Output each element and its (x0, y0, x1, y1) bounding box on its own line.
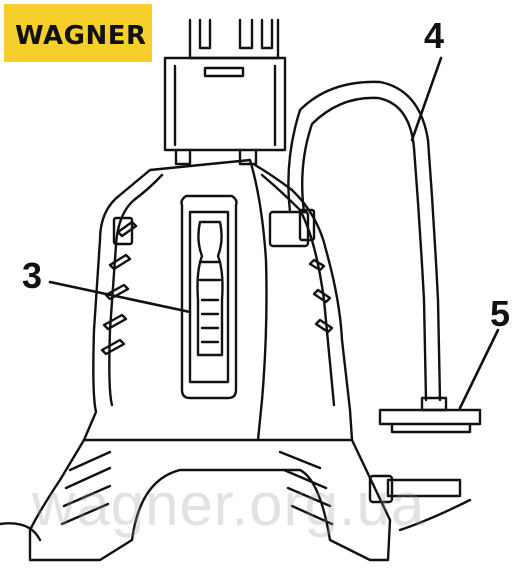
watermark: wagner.org.ua (32, 471, 426, 538)
callout-5: 5 (490, 293, 511, 334)
handle-clip (174, 148, 258, 166)
top-handle (163, 18, 287, 152)
leader-line-3 (48, 280, 192, 314)
wagner-logo: WAGNER (4, 4, 152, 62)
hose (268, 80, 442, 402)
sight-window (180, 194, 238, 400)
callout-3: 3 (22, 255, 43, 296)
base (0, 438, 472, 562)
leader-line-4 (410, 56, 443, 142)
callout-4: 4 (424, 15, 445, 56)
suction-filter (378, 396, 482, 434)
logo-text: WAGNER (15, 21, 147, 51)
leader-line-5 (458, 328, 500, 410)
